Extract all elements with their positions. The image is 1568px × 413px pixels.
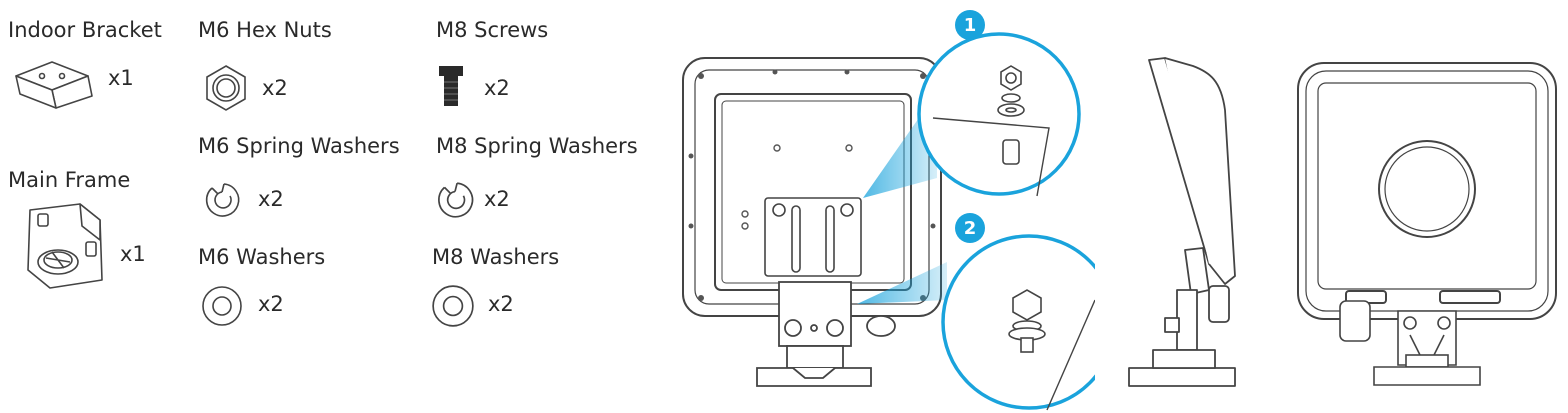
indoor-bracket-qty: x1 bbox=[108, 66, 134, 90]
screw-icon bbox=[439, 66, 463, 106]
m6-hex-nuts-qty: x2 bbox=[262, 76, 288, 100]
m8-spring-washers-label: M8 Spring Washers bbox=[436, 134, 638, 158]
side-view-illustration bbox=[1128, 57, 1236, 387]
m8-washers-label: M8 Washers bbox=[432, 245, 560, 269]
main-frame-label: Main Frame bbox=[8, 168, 131, 192]
m8-spring-washers-qty: x2 bbox=[484, 187, 510, 211]
hex-nut-icon bbox=[206, 65, 246, 111]
front-view-illustration bbox=[682, 32, 1095, 411]
spring-washer-icon bbox=[438, 182, 474, 218]
spring-washer-icon bbox=[205, 183, 240, 217]
washer-icon bbox=[432, 285, 474, 327]
main-frame-icon bbox=[27, 203, 103, 289]
indoor-bracket-icon bbox=[15, 61, 93, 109]
m8-washers-qty: x2 bbox=[488, 292, 514, 316]
indoor-bracket-label: Indoor Bracket bbox=[8, 18, 162, 42]
step-2-badge: 2 bbox=[955, 213, 985, 243]
m6-spring-washers-label: M6 Spring Washers bbox=[198, 134, 400, 158]
m8-screws-qty: x2 bbox=[484, 76, 510, 100]
rear-view-illustration bbox=[1297, 62, 1557, 386]
m8-screws-label: M8 Screws bbox=[436, 18, 549, 42]
main-frame-qty: x1 bbox=[120, 242, 146, 266]
m6-spring-washers-qty: x2 bbox=[258, 187, 284, 211]
m6-washers-qty: x2 bbox=[258, 292, 284, 316]
washer-icon bbox=[202, 286, 242, 326]
m6-washers-label: M6 Washers bbox=[198, 245, 326, 269]
step-1-badge: 1 bbox=[955, 10, 985, 40]
m6-hex-nuts-label: M6 Hex Nuts bbox=[198, 18, 332, 42]
